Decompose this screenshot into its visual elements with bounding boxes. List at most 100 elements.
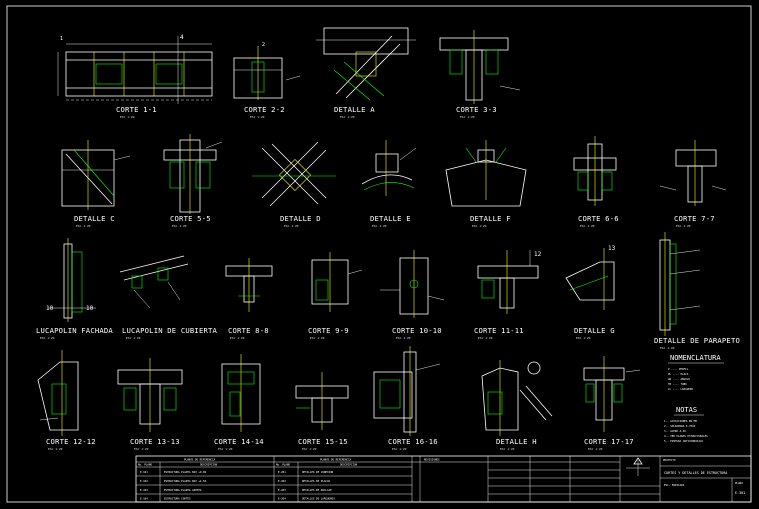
corte-2-2-label: CORTE 2-2 <box>244 105 285 114</box>
ref-row-no: E-203 <box>278 488 286 492</box>
corte-13-13-label: CORTE 13-13 <box>130 437 180 446</box>
detalle-g-label: DETALLE G <box>574 326 615 335</box>
detalle-c-label: DETALLE C <box>74 214 115 223</box>
corte-6-6-label: CORTE 6-6 <box>578 214 619 223</box>
corte-1-1-drawing: 4 1 <box>57 34 213 104</box>
ref-row-no: E-202 <box>278 479 286 483</box>
corte-15-15-label: CORTE 15-15 <box>298 437 348 446</box>
corte-7-7-label: CORTE 7-7 <box>674 214 715 223</box>
corte-10-10-scale: ESC 1:20 <box>396 336 411 340</box>
corte-12-12-drawing <box>37 350 79 436</box>
plano-label: PLANO <box>735 481 743 485</box>
ref-row-no: E-201 <box>278 470 286 474</box>
ref-row-no: E-103 <box>140 488 148 492</box>
corte-11-11-label: CORTE 11-11 <box>474 326 524 335</box>
detalle-h-label: DETALLE H <box>496 437 537 446</box>
corte-8-8-drawing <box>225 258 273 312</box>
ref-row-desc: ESTRUCTURA PLANTA AZOTEA <box>164 488 202 492</box>
corte-10-10-drawing <box>380 250 445 318</box>
detalle-g-drawing: 13 <box>565 245 616 310</box>
ref-row-no: E-104 <box>140 497 148 501</box>
corte-15-15-drawing <box>295 372 349 430</box>
lucapolin-cubierta-label: LUCAPOLIN DE CUBIERTA <box>122 326 218 335</box>
notas-panel: NOTAS 1.- ACOTACIONES EN MM 2.- SOLDADUR… <box>664 406 708 443</box>
detalle-c-scale: ESC 1:20 <box>76 224 91 228</box>
corte-10-10-label: CORTE 10-10 <box>392 326 442 335</box>
detalle-h-scale: ESC 1:20 <box>500 447 515 451</box>
sheet-border <box>6 5 752 503</box>
corte-2-2-scale: ESC 1:20 <box>250 115 265 119</box>
corte-14-14-scale: ESC 1:20 <box>218 447 233 451</box>
detalle-h-drawing <box>481 360 553 436</box>
ref-row-desc: DETALLES DE PLACAS <box>302 479 331 483</box>
detalle-f-drawing <box>445 140 527 207</box>
detalle-parapeto-label: DETALLE DE PARAPETO <box>654 336 740 345</box>
nomenclatura-panel: NOMENCLATURA P ---- PERFIL PL ---- PLACA… <box>668 354 724 391</box>
corte-2-2-drawing: 2 <box>233 42 301 100</box>
escala-label: ESC. INDICADA <box>664 483 685 487</box>
detalle-parapeto-scale: ESC 1:20 <box>660 346 675 350</box>
corte-7-7-scale: ESC 1:20 <box>676 224 691 228</box>
corte-3-3-scale: ESC 1:20 <box>460 115 475 119</box>
ref-row-desc: ESTRUCTURA PLANTA NIV +4.50 <box>164 479 207 483</box>
ref-row-desc: DETALLES DE ANCLAJE <box>302 488 332 492</box>
corte-2-2-marker: 2 <box>262 42 265 48</box>
ref-row-desc: ESTRUCTURA PLANTA NIV +0.00 <box>164 470 207 474</box>
detalle-e-scale: ESC 1:20 <box>372 224 387 228</box>
corte-1-1-scale: ESC 1:20 <box>120 115 135 119</box>
detalle-a-drawing <box>316 27 416 101</box>
ref-planes-title-right: PLANOS DE REFERENCIA <box>320 458 352 462</box>
detalle-g-marker: 13 <box>608 245 616 252</box>
detalle-f-label: DETALLE F <box>470 214 511 223</box>
corte-1-1-label: CORTE 1-1 <box>116 105 157 114</box>
lucapolin-fachada-marker-r: 10 <box>86 305 94 312</box>
notas-item: 1.- ACOTACIONES EN MM <box>664 419 697 423</box>
corte-12-12-scale: ESC 1:20 <box>48 447 63 451</box>
corte-12-12-label: CORTE 12-12 <box>46 437 96 446</box>
corte-3-3-label: CORTE 3-3 <box>456 105 497 114</box>
corte-9-9-scale: ESC 1:20 <box>310 336 325 340</box>
corte-5-5-scale: ESC 1:20 <box>172 224 187 228</box>
nomenclatura-title: NOMENCLATURA <box>670 354 721 362</box>
corte-8-8-label: CORTE 8-8 <box>228 326 269 335</box>
detalle-g-scale: ESC 1:20 <box>576 336 591 340</box>
corte-16-16-drawing <box>373 346 441 436</box>
corte-1-1-marker-left: 1 <box>60 36 63 42</box>
corte-16-16-scale: ESC 1:20 <box>392 447 407 451</box>
nomenclatura-item: AN ---- ANGULO <box>668 377 690 381</box>
ref-col-no-left: No. PLANO <box>138 463 152 467</box>
corte-11-11-scale: ESC 1:20 <box>478 336 493 340</box>
ref-col-desc-left: DESCRIPCION <box>200 463 218 467</box>
corte-13-13-drawing <box>117 358 183 432</box>
corte-17-17-drawing <box>583 356 641 432</box>
corte-14-14-drawing <box>221 354 261 432</box>
detalle-a-label: DETALLE A <box>334 105 375 114</box>
project-label: PROYECTO <box>663 458 676 462</box>
drawing-title: CORTES Y DETALLES DE ESTRUCTURA <box>664 471 727 475</box>
detalle-d-label: DETALLE D <box>280 214 321 223</box>
notas-item: 3.- ACERO A-36 <box>664 429 686 433</box>
corte-5-5-drawing <box>163 134 223 214</box>
detalle-e-drawing <box>361 140 417 196</box>
ref-col-desc-right: DESCRIPCION <box>340 463 358 467</box>
lucapolin-fachada-marker-l: 10 <box>46 305 54 312</box>
ref-row-desc: ESTRUCTURA CORTES <box>164 497 191 501</box>
detalle-d-scale: ESC 1:20 <box>284 224 299 228</box>
revisions-header: REVISIONES <box>424 458 440 462</box>
corte-13-13-scale: ESC 1:20 <box>134 447 149 451</box>
corte-16-16-label: CORTE 16-16 <box>388 437 438 446</box>
ref-row-no: E-204 <box>278 497 286 501</box>
lucapolin-fachada-label: LUCAPOLIN FACHADA <box>36 326 113 335</box>
corte-11-11-marker: 12 <box>534 251 542 258</box>
notas-item: 5.- PINTURA ANTICORROSIVA <box>664 439 703 443</box>
nomenclatura-item: P ---- PERFIL <box>668 367 689 371</box>
detalle-e-label: DETALLE E <box>370 214 411 223</box>
corte-17-17-scale: ESC 1:20 <box>588 447 603 451</box>
corte-14-14-label: CORTE 14-14 <box>214 437 264 446</box>
corte-11-11-drawing: 12 <box>477 250 542 314</box>
lucapolin-fachada-scale: ESC 1:20 <box>40 336 55 340</box>
detalle-f-scale: ESC 1:20 <box>472 224 487 228</box>
nomenclatura-item: PL ---- PLACA <box>668 372 689 376</box>
nomenclatura-item: LC ---- LARGUERO <box>668 387 693 391</box>
